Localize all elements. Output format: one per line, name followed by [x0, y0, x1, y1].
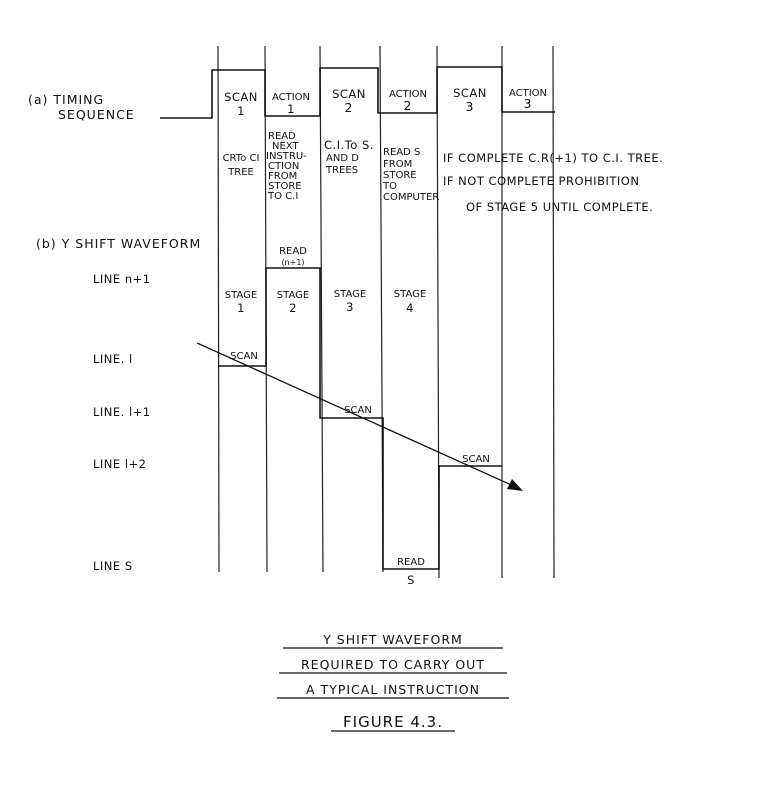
stage-label: STAGE	[225, 290, 257, 301]
line-label-l: LINE. l	[93, 352, 133, 366]
section-a-label-2: SEQUENCE	[58, 107, 135, 122]
divider	[319, 45, 324, 573]
stage-label: STAGE	[334, 289, 366, 300]
desc-line: INSTRU-	[266, 151, 307, 162]
caption-line-2: REQUIRED TO CARRY OUT	[301, 657, 485, 672]
line-label-s: LINE S	[93, 559, 133, 573]
condition-line-2: IF NOT COMPLETE PROHIBITION	[443, 174, 639, 188]
phase-number: 2	[345, 100, 354, 115]
column-dividers	[217, 45, 555, 579]
desc-line: TO	[382, 181, 397, 192]
desc-line: STORE	[383, 170, 417, 181]
section-a-label: (a) TIMING	[28, 92, 104, 107]
phase-label: SCAN	[224, 90, 258, 104]
condition-line-1: IF COMPLETE C.R(+1) TO C.I. TREE.	[443, 151, 663, 165]
desc-line: TREES	[325, 165, 358, 176]
desc-line: FROM	[268, 171, 297, 182]
stages: STAGE 1 STAGE 2 STAGE 3 STAGE 4	[225, 289, 426, 315]
desc-line: TO C.I	[267, 191, 298, 202]
phase-label: SCAN	[453, 86, 487, 100]
timing-waveform	[160, 66, 555, 119]
divider	[552, 45, 555, 579]
scan-direction-arrow	[196, 342, 523, 491]
phase-number: 1	[287, 102, 295, 116]
desc-line: READ S	[383, 147, 420, 158]
y-shift-waveform	[218, 267, 502, 570]
line-label-n1: LINE n+1	[93, 272, 151, 286]
desc-line: FROM	[383, 159, 412, 170]
scan-label-1: SCAN	[230, 351, 258, 362]
desc-line: READ	[268, 131, 296, 142]
stage-label: STAGE	[277, 290, 309, 301]
line-label-l1: LINE. l+1	[93, 405, 151, 419]
condition-line-3: OF STAGE 5 UNTIL COMPLETE.	[466, 200, 653, 214]
divider	[217, 45, 220, 573]
stage-label: STAGE	[394, 289, 426, 300]
figure-caption: Y SHIFT WAVEFORM REQUIRED TO CARRY OUT A…	[277, 632, 509, 732]
read-n1-sub: (n+1)	[281, 258, 304, 267]
stage-number: 2	[289, 301, 297, 315]
desc-line: AND D	[326, 153, 359, 164]
stage-number: 4	[406, 301, 414, 315]
phase-number: 2	[404, 98, 413, 113]
read-n1-label: READ	[279, 246, 307, 257]
desc-line: TREE	[227, 167, 254, 178]
timing-headers: SCAN 1 ACTION 1 SCAN 2 ACTION 2 SCAN 3 A…	[224, 86, 547, 118]
caption-line-1: Y SHIFT WAVEFORM	[322, 632, 463, 647]
scan-label-3: SCAN	[462, 454, 490, 465]
figure-number: FIGURE 4.3.	[343, 713, 443, 731]
desc-line: CTION	[268, 161, 299, 172]
section-b-label: (b) Y SHIFT WAVEFORM	[36, 236, 201, 251]
scan-label-2: SCAN	[344, 405, 372, 416]
phase-number: 1	[237, 104, 245, 118]
phase-label: ACTION	[272, 92, 310, 103]
phase-label: SCAN	[332, 87, 366, 101]
stage-number: 1	[237, 301, 245, 315]
read-s-label: READ	[397, 557, 425, 568]
desc-line: STORE	[268, 181, 302, 192]
timing-descriptions: CRTo CI TREE READ NEXT INSTRU- CTION FRO…	[223, 131, 440, 203]
caption-line-3: A TYPICAL INSTRUCTION	[306, 682, 480, 697]
desc-line: C.I.To S.	[324, 138, 374, 152]
phase-label: ACTION	[509, 88, 547, 99]
phase-number: 3	[524, 96, 533, 111]
desc-line: NEXT	[272, 141, 299, 152]
stage-number: 3	[346, 300, 354, 314]
phase-number: 3	[466, 99, 475, 114]
desc-line: COMPUTER	[383, 192, 439, 203]
desc-line: CRTo CI	[223, 153, 260, 164]
line-label-l2: LINE l+2	[93, 457, 146, 471]
phase-label: ACTION	[389, 89, 427, 100]
read-s-sub: S	[407, 573, 415, 587]
